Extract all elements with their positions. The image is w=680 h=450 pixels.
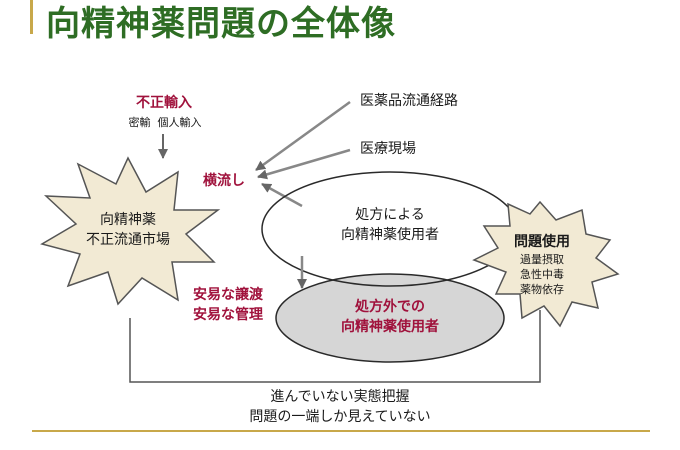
problem-use-item: 過量摂取	[520, 253, 564, 266]
prescribed-users-line1: 処方による	[355, 207, 425, 223]
unprescribed-users-line1: 処方外での	[355, 299, 425, 315]
clinical-site-label: 医療現場	[360, 141, 416, 157]
problem-use-heading: 問題使用	[514, 234, 570, 250]
problem-use-burst	[472, 200, 620, 328]
title-accent-bar	[30, 0, 33, 34]
distribution-route-label: 医薬品流通経路	[360, 93, 458, 109]
black-market-burst	[40, 156, 221, 306]
easy-management-label: 安易な管理	[193, 307, 263, 323]
clinical-site-arrow	[257, 148, 351, 180]
problem-use-item: 薬物依存	[520, 283, 564, 296]
easy-transfer-label: 安易な譲渡	[193, 287, 263, 303]
unprescribed-users-line2: 向精神薬使用者	[341, 319, 439, 335]
bottom-note-line1: 進んでいない実態把握	[270, 389, 410, 405]
distribution-route-arrow	[255, 100, 351, 172]
smuggling-subtext: 密輸 個人輸入	[128, 116, 202, 129]
bottom-bracket-line	[129, 310, 541, 383]
black-market-line2: 不正流通市場	[86, 232, 170, 248]
smuggling-heading: 不正輸入	[136, 95, 192, 111]
black-market-line1: 向精神薬	[100, 212, 156, 228]
bottom-note-line2: 問題の一端しか見えていない	[249, 409, 431, 425]
unprescribed-users-ellipse	[275, 273, 505, 363]
page-title: 向精神薬問題の全体像	[46, 4, 396, 44]
bottom-accent-rule	[32, 430, 650, 432]
problem-use-item: 急性中毒	[520, 268, 564, 281]
prescribed-users-line2: 向精神薬使用者	[341, 227, 439, 243]
diversion-label: 横流し	[203, 173, 245, 189]
prescribed-diversion-arrow	[261, 182, 303, 208]
